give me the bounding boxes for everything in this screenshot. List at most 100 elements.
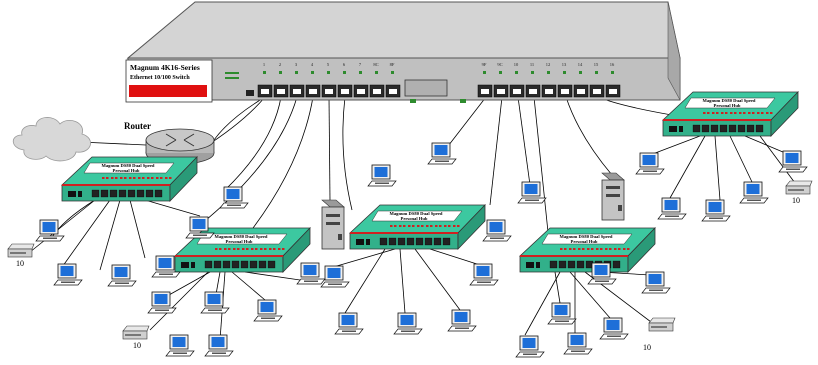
- workstation: [641, 271, 671, 294]
- switch-port: 3: [289, 62, 305, 98]
- connection-wire: [489, 96, 503, 206]
- monitor-screen: [554, 305, 568, 315]
- monitor-screen: [42, 222, 56, 232]
- connection-wire: [649, 135, 701, 156]
- switch-port: 8F: [385, 62, 401, 98]
- hub-title: Magnum DS80 Dual Speed: [390, 211, 443, 216]
- hub-port: [692, 124, 701, 133]
- workstation: [563, 332, 593, 355]
- port-number: 6: [343, 62, 346, 67]
- switch-port: 15: [589, 62, 605, 98]
- switch-port: 6: [337, 62, 353, 98]
- workstation: [393, 312, 423, 335]
- switch-title: Magnum 4K16-Series: [130, 63, 200, 72]
- port-number: 16: [610, 62, 615, 67]
- switch-port: 7: [353, 62, 369, 98]
- port-number: 13: [562, 62, 567, 67]
- hub-port: [397, 237, 406, 246]
- connection-wire: [213, 96, 266, 141]
- hub-title: Magnum DS80 Dual Speed: [560, 234, 613, 239]
- hub-port: [388, 237, 397, 246]
- workstations: [35, 142, 808, 358]
- workstation: [515, 335, 545, 358]
- monitor-screen: [207, 294, 221, 304]
- port-number: 9C: [497, 62, 502, 67]
- monitor-screen: [172, 337, 186, 347]
- printer: 10: [785, 180, 813, 205]
- monitor-screen: [114, 267, 128, 277]
- personal-hub: Magnum DS80 Dual Speed Personal Hub: [661, 91, 799, 137]
- workstation: [35, 219, 65, 242]
- workstation: [739, 181, 769, 204]
- monitor-screen: [489, 222, 503, 232]
- connection-wire: [554, 271, 561, 304]
- monitor-screen: [454, 312, 468, 322]
- port-number: 1: [263, 62, 265, 67]
- switch-port: 1: [257, 62, 273, 98]
- monitor-screen: [642, 155, 656, 165]
- workstation: [320, 265, 350, 288]
- connection-wire: [29, 199, 96, 253]
- hub-subtitle: Personal Hub: [113, 168, 140, 173]
- monitor-screen: [211, 337, 225, 347]
- monitor-screen: [400, 315, 414, 325]
- hub-port: [267, 260, 276, 269]
- connection-wire: [244, 271, 301, 281]
- personal-hub: Magnum DS80 Dual Speed Personal Hub: [173, 227, 311, 273]
- main-switch: Magnum 4K16-Series Ethernet 10/100 Switc…: [125, 1, 681, 103]
- connection-wire: [59, 199, 111, 271]
- switch-port: 12: [541, 62, 557, 98]
- port-number: 3: [295, 62, 298, 67]
- workstation: [165, 334, 195, 357]
- connection-wire: [399, 248, 406, 314]
- monitor-screen: [522, 338, 536, 348]
- workstation: [701, 199, 731, 222]
- connection-wire: [99, 199, 121, 271]
- hub-port: [558, 260, 567, 269]
- monitor-screen: [606, 320, 620, 330]
- workstation: [587, 262, 617, 285]
- switch-subtitle: Ethernet 10/100 Switch: [130, 75, 190, 81]
- workstation: [599, 317, 629, 340]
- hub-port: [127, 189, 136, 198]
- hub-port: [145, 189, 154, 198]
- hub-port: [567, 260, 576, 269]
- connection-wire: [444, 96, 487, 151]
- workstation: [296, 262, 326, 285]
- workstation: [204, 334, 234, 357]
- monitor-screen: [327, 268, 341, 278]
- connection-wire: [429, 248, 481, 266]
- server-tower: [321, 199, 345, 250]
- server-tower: [601, 172, 625, 221]
- workstation: [447, 309, 477, 332]
- personal-hub: Magnum DS80 Dual Speed Personal Hub: [60, 156, 198, 202]
- personal-hub: Magnum DS80 Dual Speed Personal Hub: [348, 204, 486, 250]
- monitor-screen: [158, 258, 172, 268]
- hub-port: [710, 124, 719, 133]
- port-number: 10: [514, 62, 519, 67]
- printer: 10: [122, 325, 150, 350]
- connection-wire: [342, 96, 353, 211]
- port-number: 9F: [482, 62, 487, 67]
- connection-wire: [344, 248, 386, 314]
- connection-wire: [129, 199, 146, 259]
- connection-wire: [329, 248, 396, 269]
- hub-port: [576, 260, 585, 269]
- port-number: 4: [311, 62, 314, 67]
- port-number: 7: [359, 62, 362, 67]
- printer-label: 10: [16, 259, 24, 268]
- port-number: 15: [594, 62, 599, 67]
- hub-port: [379, 237, 388, 246]
- monitor-screen: [648, 274, 662, 284]
- workstation: [107, 264, 137, 287]
- hub-port: [433, 237, 442, 246]
- connection-wire: [249, 96, 314, 233]
- hub-port: [424, 237, 433, 246]
- hub-title: Magnum DS80 Dual Speed: [102, 163, 155, 168]
- hub-port: [213, 260, 222, 269]
- workstation: [635, 152, 665, 175]
- switch-port: 9C: [493, 62, 509, 98]
- hub-title: Magnum DS80 Dual Speed: [703, 98, 756, 103]
- switch-port: 11: [525, 62, 541, 98]
